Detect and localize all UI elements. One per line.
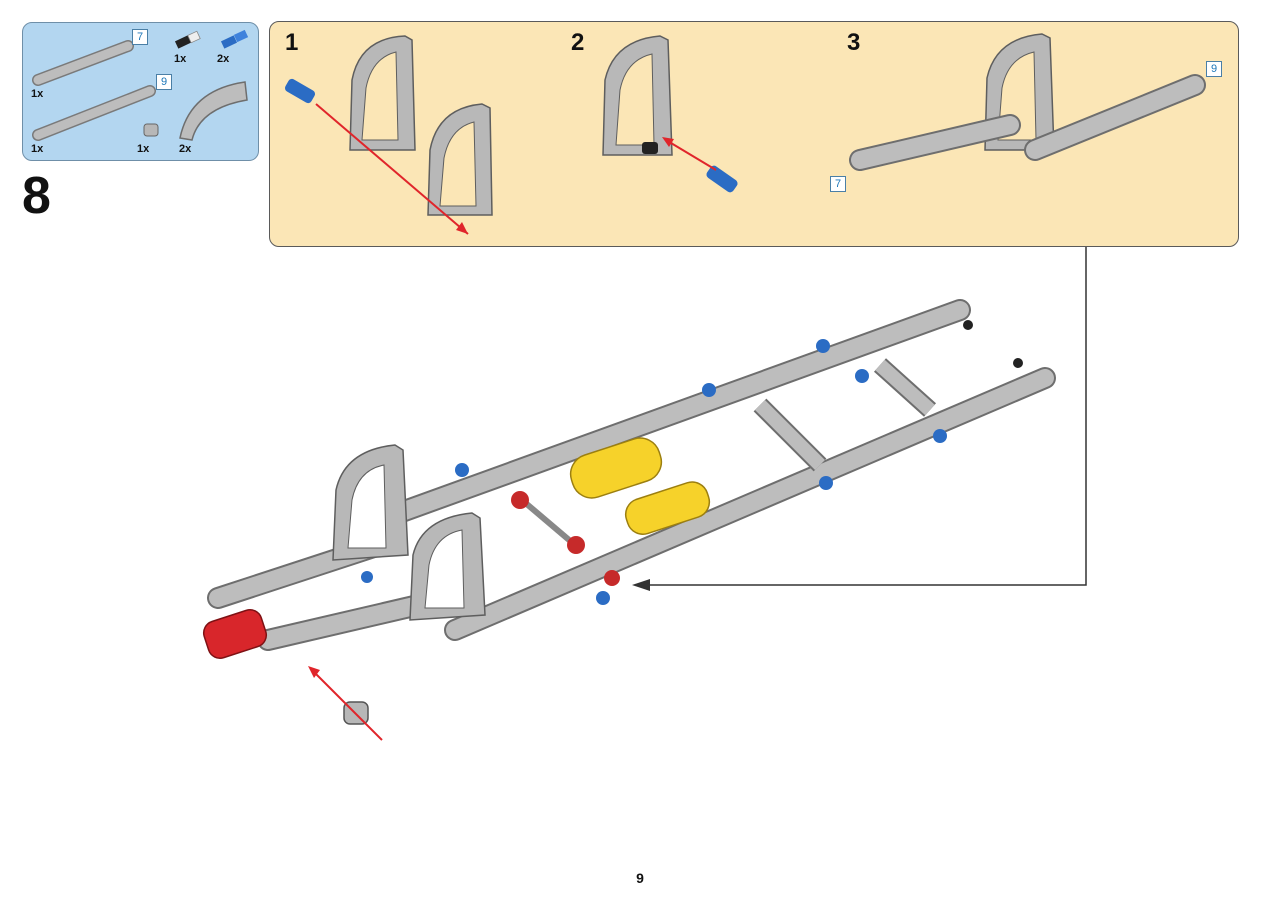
axle-pin-icon <box>174 30 201 49</box>
quantity-beam-9: 1x <box>31 143 44 155</box>
substep-label-3: 3 <box>847 29 861 56</box>
yellow-connector <box>569 437 663 499</box>
substep-1-drawing <box>284 35 493 235</box>
red-axle-with-bushes <box>511 491 620 586</box>
quantity-beam-7: 1x <box>31 88 44 100</box>
quantity-axle-pin: 1x <box>174 53 187 65</box>
length-badge-9: 9 <box>156 74 172 90</box>
beam-9-icon <box>32 85 156 141</box>
blue-axle-pin-icon <box>220 29 249 49</box>
red-connector <box>202 609 268 659</box>
quantity-quarter-ellipse-beam: 2x <box>179 143 192 155</box>
quantity-bush: 1x <box>137 143 150 155</box>
page-number: 9 <box>636 870 644 886</box>
substep-label-2: 2 <box>571 29 585 56</box>
yellow-connector <box>624 481 711 535</box>
length-badge-substep3-9: 9 <box>1206 61 1222 77</box>
black-pin-icon <box>642 142 658 154</box>
black-pins <box>963 320 1023 368</box>
quantity-blue-axle-pin: 2x <box>217 53 230 65</box>
blue-pin-icon <box>706 165 738 193</box>
bush-icon <box>143 123 159 137</box>
beam-7-icon <box>32 40 134 86</box>
blue-pin-icon <box>284 78 316 104</box>
chassis-frame <box>207 299 1056 651</box>
length-badge-7: 7 <box>132 29 148 45</box>
blue-pins <box>361 339 947 605</box>
quarter-ellipse-beam-icon <box>179 81 248 141</box>
step-number: 8 <box>22 167 51 225</box>
substep-label-1: 1 <box>285 29 299 56</box>
length-badge-substep3-7: 7 <box>830 176 846 192</box>
substep-2-drawing <box>602 35 738 193</box>
substep-3-drawing <box>849 33 1206 171</box>
